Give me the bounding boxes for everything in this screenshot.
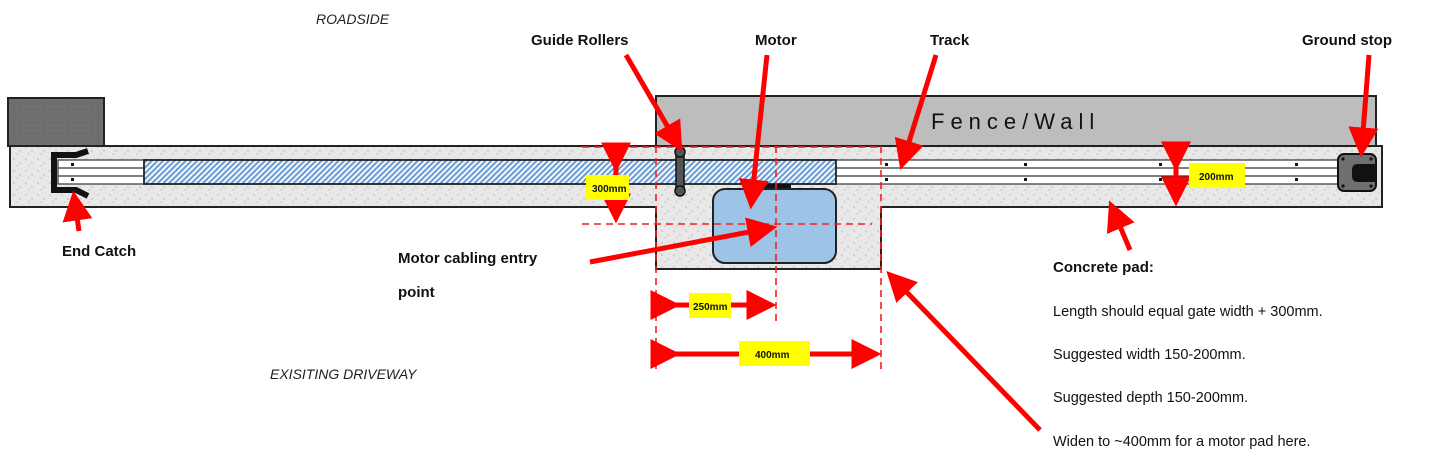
fence-wall-label: Fence/Wall [931, 109, 1100, 134]
notes-heading: Concrete pad: [1053, 259, 1154, 276]
roadside-label: ROADSIDE [316, 11, 390, 27]
fence-wall: Fence/Wall [655, 95, 1377, 147]
arrow-ground-stop [1348, 54, 1379, 158]
concrete-pad-notes: Concrete pad: Length should equal gate w… [1053, 259, 1323, 450]
dim-track-gap: 200mm [1161, 141, 1245, 207]
gate-post [7, 97, 105, 147]
gate-leaf [143, 159, 837, 185]
note-widen: Widen to ~400mm for a motor pad here. [1053, 434, 1311, 450]
arrow-track [894, 54, 939, 170]
dim-motor-pad-width: 400mm [650, 339, 882, 369]
dim-track-gap-label: 200mm [1199, 172, 1234, 183]
motor-label: Motor [755, 32, 797, 49]
motor-cabling-label-line1: Motor cabling entry [398, 250, 538, 267]
note-depth: Suggested depth 150-200mm. [1053, 390, 1248, 406]
arrow-motor [738, 54, 770, 210]
guide-roller [674, 146, 686, 197]
arrow-end-catch [62, 190, 93, 232]
note-width: Suggested width 150-200mm. [1053, 347, 1246, 363]
dim-motor-offset: 250mm [650, 290, 777, 320]
motor-cabling-label-line2: point [398, 284, 435, 301]
guide-rollers-label: Guide Rollers [531, 32, 629, 49]
note-length: Length should equal gate width + 300mm. [1053, 304, 1323, 320]
dim-pad-width: 300mm [586, 142, 631, 224]
arrow-concrete-pad [1106, 200, 1135, 251]
arrow-motor-pad-widen [886, 271, 1042, 432]
ground-stop [1337, 153, 1377, 192]
arrow-guide-rollers [623, 53, 683, 152]
track-label: Track [930, 32, 970, 49]
dim-motor-pad-width-label: 400mm [755, 350, 790, 361]
track-bolts [71, 163, 1298, 181]
ground-stop-label: Ground stop [1302, 32, 1392, 49]
dim-motor-offset-label: 250mm [693, 302, 728, 313]
arrow-motor-cabling [589, 217, 778, 265]
callout-arrows [62, 53, 1379, 432]
dim-pad-width-label: 300mm [592, 184, 627, 195]
end-catch-label: End Catch [62, 243, 136, 260]
driveway-label: EXISITING DRIVEWAY [270, 366, 418, 382]
